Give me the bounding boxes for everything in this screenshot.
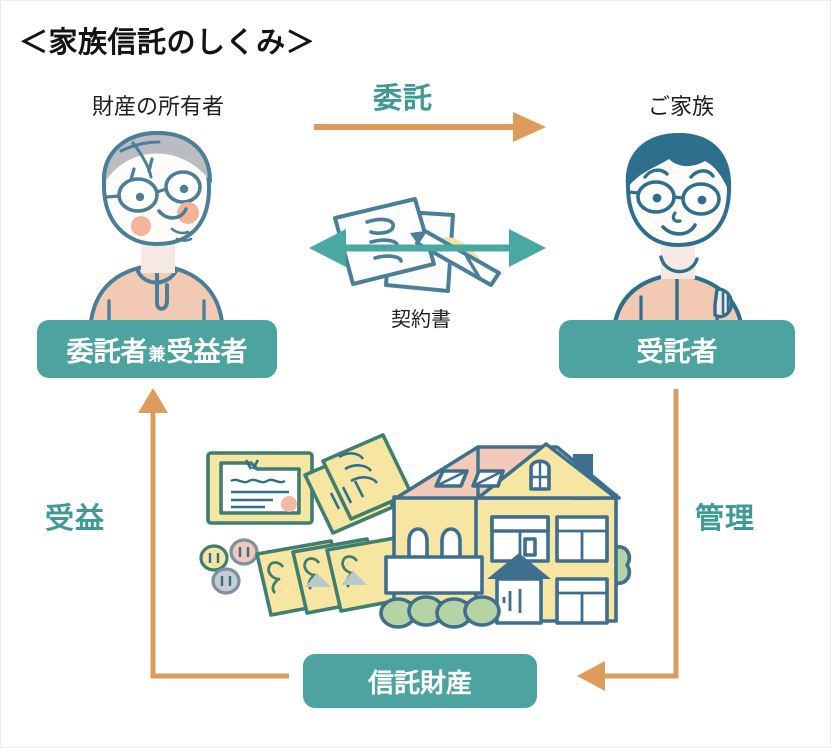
contract-document-icon <box>333 197 501 293</box>
contract-caption: 契約書 <box>391 309 451 331</box>
badge-trustee: 受託者 <box>559 320 795 378</box>
badge-settlor-beneficiary: 委託者兼受益者 <box>37 320 277 378</box>
jueki-flow-arrow <box>138 388 289 679</box>
contract-double-arrow <box>309 229 546 267</box>
kanri-flow-arrow <box>577 389 679 691</box>
family-caption: ご家族 <box>647 94 714 119</box>
bushes-icon <box>379 595 501 629</box>
house-icon <box>379 442 632 629</box>
documents-icon <box>303 433 413 535</box>
badge-trust-assets: 信託財産 <box>303 654 537 708</box>
adult-man-icon <box>611 133 745 351</box>
certificate-icon <box>206 451 314 525</box>
tree-icon <box>584 539 632 621</box>
banknotes-icon <box>255 535 417 617</box>
badge-settlor-lead: 委託者 <box>66 336 148 367</box>
flow-label-jueki: 受益 <box>45 503 106 535</box>
owner-caption: 財産の所有者 <box>91 94 224 119</box>
flow-label-kanri: 管理 <box>695 503 756 535</box>
elderly-person-icon <box>88 131 225 348</box>
page-title: ＜家族信託のしくみ＞ <box>19 27 316 59</box>
coins-icon <box>199 538 259 595</box>
badge-settlor-conjunction: 兼 <box>148 344 166 364</box>
badge-trust-assets-label: 信託財産 <box>367 667 472 698</box>
flow-label-itaku: 委託 <box>373 83 434 115</box>
badge-settlor-tail: 受益者 <box>166 336 248 367</box>
badge-trustee-label: 受託者 <box>636 336 718 367</box>
